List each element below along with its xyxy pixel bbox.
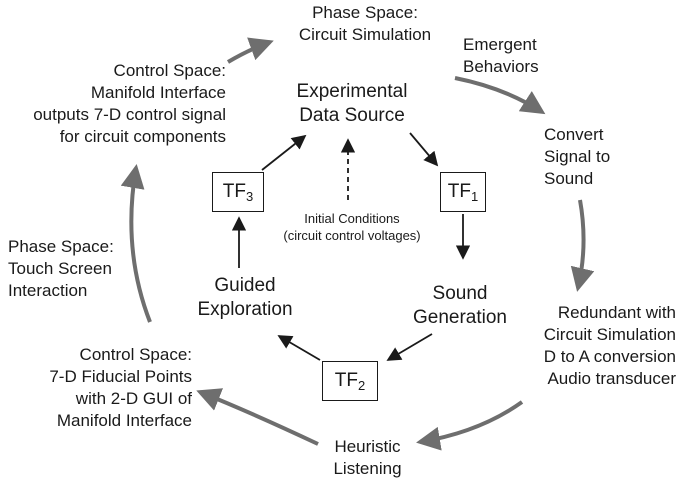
label-guided-exploration: Guided Exploration: [197, 275, 293, 320]
outer-arrow-to-control-space-fiducial: [196, 388, 319, 446]
inner-arrow-sound-to-tf2: [386, 333, 433, 361]
label-initial-conditions: Initial Conditions (circuit control volt…: [283, 211, 421, 243]
label-emergent-behaviors: Emergent Behaviors: [463, 35, 539, 76]
label-phase-space-touch: Phase Space: Touch Screen Interaction: [8, 237, 114, 300]
outer-arrow-to-heuristic: [416, 400, 524, 451]
outer-arrow-to-redundant: [570, 199, 595, 292]
outer-arrow-to-control-space-manifold: [120, 164, 152, 323]
inner-arrow-tf2-to-guided: [277, 335, 321, 361]
label-convert-signal: Convert Signal to Sound: [544, 125, 611, 188]
inner-arrow-source-to-tf1: [409, 132, 439, 167]
label-sound-generation: Sound Generation: [412, 283, 507, 328]
label-redundant: Redundant with Circuit Simulation D to A…: [543, 303, 676, 388]
outer-arrow-to-phase-space: [226, 37, 274, 64]
label-control-space-fiducial: Control Space: 7-D Fiducial Points with …: [49, 345, 192, 430]
inner-arrow-tf3-to-source: [261, 134, 307, 171]
label-control-space-manifold: Control Space: Manifold Interface output…: [33, 61, 226, 146]
label-heuristic-listening: Heuristic Listening: [333, 437, 402, 478]
label-experimental-data-source: Experimental Data Source: [296, 81, 408, 126]
label-phase-space-circuit: Phase Space: Circuit Simulation: [298, 3, 432, 44]
outer-arrow-to-convert-signal: [454, 76, 546, 115]
